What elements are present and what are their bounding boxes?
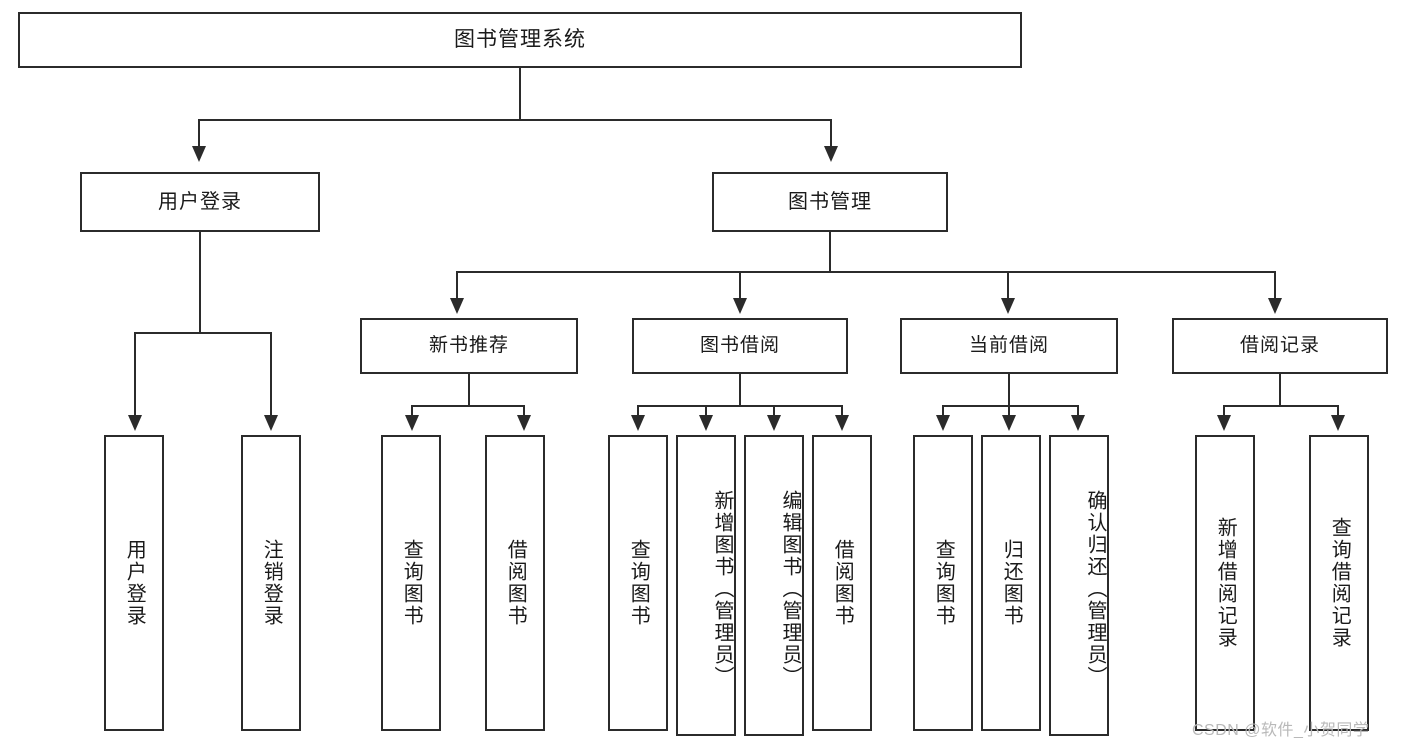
node-label: 图书管理系统: [454, 28, 586, 52]
arrowhead-to-borrow-record: [1268, 298, 1282, 314]
node-book-management[interactable]: 图书管理: [712, 172, 948, 232]
connector-root-stem: [519, 68, 521, 120]
leaf-bb-edit-book-admin[interactable]: 编辑图书（管理员）: [744, 435, 804, 736]
connector-book-management-bus: [456, 271, 1276, 273]
arrowhead-bb-leaf-3: [767, 415, 781, 431]
connector-cb-drop-3: [1077, 405, 1079, 416]
connector-bm-drop-1: [456, 271, 458, 299]
leaf-bb-borrow-book[interactable]: 借阅图书: [812, 435, 872, 731]
node-label: 新书推荐: [428, 335, 509, 357]
leaf-cb-query-book[interactable]: 查询图书: [913, 435, 973, 731]
connector-br-drop-2: [1337, 405, 1339, 416]
arrowhead-br-leaf-1: [1217, 415, 1231, 431]
connector-root-bus: [198, 119, 832, 121]
connector-user-login-stem: [199, 232, 201, 333]
arrowhead-to-new-book-recommend: [450, 298, 464, 314]
node-label: 借阅图书: [504, 539, 527, 627]
node-label: 新增图书（管理员）: [711, 489, 733, 688]
node-label: 当前借阅: [968, 335, 1049, 357]
arrowhead-to-book-borrow: [733, 298, 747, 314]
leaf-cb-confirm-return-admin[interactable]: 确认归还（管理员）: [1049, 435, 1109, 736]
arrowhead-cb-leaf-3: [1071, 415, 1085, 431]
arrowhead-bb-leaf-1: [631, 415, 645, 431]
leaf-logout[interactable]: 注销登录: [241, 435, 301, 731]
node-label: 查询图书: [932, 539, 955, 627]
node-borrow-record[interactable]: 借阅记录: [1172, 318, 1388, 374]
connector-nbr-drop-1: [411, 405, 413, 416]
connector-bm-drop-3: [1007, 271, 1009, 299]
arrowhead-cb-leaf-1: [936, 415, 950, 431]
connector-cb-drop-2: [1008, 405, 1010, 416]
arrowhead-to-user-login: [192, 146, 206, 162]
connector-root-drop-right: [830, 119, 832, 147]
node-user-login[interactable]: 用户登录: [80, 172, 320, 232]
node-label: 归还图书: [1000, 539, 1023, 627]
arrowhead-nbr-leaf-1: [405, 415, 419, 431]
node-new-book-recommend[interactable]: 新书推荐: [360, 318, 578, 374]
csdn-watermark: CSDN @软件_小贺同学: [1192, 722, 1370, 739]
connector-br-bus: [1223, 405, 1339, 407]
connector-root-drop-left: [198, 119, 200, 147]
leaf-br-query-record[interactable]: 查询借阅记录: [1309, 435, 1369, 731]
node-current-borrow[interactable]: 当前借阅: [900, 318, 1118, 374]
node-label: 查询图书: [627, 539, 650, 627]
node-label: 编辑图书（管理员）: [779, 489, 801, 688]
leaf-bb-query-book[interactable]: 查询图书: [608, 435, 668, 731]
connector-user-login-drop-2: [270, 332, 272, 416]
connector-bm-drop-4: [1274, 271, 1276, 299]
node-label: 借阅图书: [831, 539, 854, 627]
connector-br-stem: [1279, 374, 1281, 407]
arrowhead-br-leaf-2: [1331, 415, 1345, 431]
node-label: 新增借阅记录: [1214, 517, 1237, 649]
leaf-bb-add-book-admin[interactable]: 新增图书（管理员）: [676, 435, 736, 736]
arrowhead-cb-leaf-2: [1002, 415, 1016, 431]
leaf-user-login[interactable]: 用户登录: [104, 435, 164, 731]
node-label: 用户登录: [123, 539, 146, 627]
node-label: 注销登录: [260, 539, 283, 627]
arrowhead-to-leaf-user-login: [128, 415, 142, 431]
arrowhead-to-current-borrow: [1001, 298, 1015, 314]
connector-bb-drop-4: [841, 405, 843, 416]
connector-user-login-bus: [134, 332, 272, 334]
connector-cb-stem: [1008, 374, 1010, 407]
node-label: 查询借阅记录: [1328, 517, 1351, 649]
connector-bb-bus: [637, 405, 843, 407]
node-label: 借阅记录: [1239, 335, 1320, 357]
node-label: 图书借阅: [699, 335, 780, 357]
connector-br-drop-1: [1223, 405, 1225, 416]
node-root-book-management-system[interactable]: 图书管理系统: [18, 12, 1022, 68]
connector-nbr-drop-2: [523, 405, 525, 416]
node-label: 查询图书: [400, 539, 423, 627]
node-label: 图书管理: [788, 190, 872, 213]
connector-cb-drop-1: [942, 405, 944, 416]
connector-nbr-stem: [468, 374, 470, 407]
arrowhead-nbr-leaf-2: [517, 415, 531, 431]
connector-cb-bus: [942, 405, 1079, 407]
arrowhead-to-leaf-logout: [264, 415, 278, 431]
arrowhead-bb-leaf-4: [835, 415, 849, 431]
connector-bb-drop-1: [637, 405, 639, 416]
node-book-borrow[interactable]: 图书借阅: [632, 318, 848, 374]
connector-bb-drop-2: [705, 405, 707, 416]
leaf-cb-return-book[interactable]: 归还图书: [981, 435, 1041, 731]
connector-bb-drop-3: [773, 405, 775, 416]
arrowhead-bb-leaf-2: [699, 415, 713, 431]
connector-nbr-bus: [411, 405, 525, 407]
connector-bm-drop-2: [739, 271, 741, 299]
leaf-nbr-query-book[interactable]: 查询图书: [381, 435, 441, 731]
leaf-br-add-record[interactable]: 新增借阅记录: [1195, 435, 1255, 731]
connector-user-login-drop-1: [134, 332, 136, 416]
arrowhead-to-book-management: [824, 146, 838, 162]
leaf-nbr-borrow-book[interactable]: 借阅图书: [485, 435, 545, 731]
connector-bb-stem: [739, 374, 741, 407]
node-label: 确认归还（管理员）: [1084, 489, 1106, 688]
connector-book-management-stem: [829, 232, 831, 273]
node-label: 用户登录: [158, 190, 242, 213]
